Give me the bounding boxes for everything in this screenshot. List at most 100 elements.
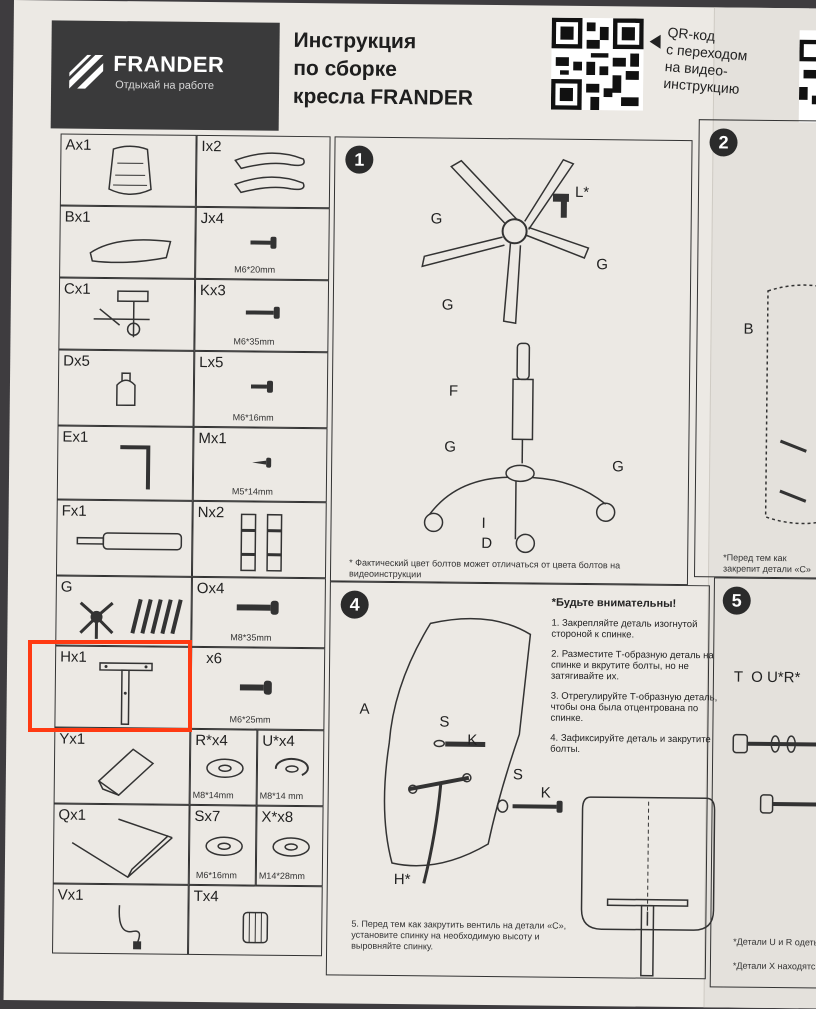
part-cell-d: Dx5 (57, 349, 195, 427)
part-cell-e: Ex1 (56, 425, 194, 501)
label-g: G (430, 210, 443, 228)
gas-lift-icon (76, 532, 183, 551)
part-size: M8*14 mm (259, 790, 304, 802)
gas-lift-icon (511, 342, 534, 464)
part-size: M6*25mm (229, 714, 271, 725)
parts-table: Ax1 Ix2 Bx1 Jx4 M6*20mm Cx1 Kx3 M6*35mm (52, 133, 331, 957)
part-label: Bx1 (64, 208, 91, 226)
qr-caption: QR-код с переходом на видео- инструкцию (663, 24, 750, 98)
label-b: B (743, 320, 754, 338)
part-cell-n: Nx2 (191, 500, 327, 579)
part-cell-q: Qx1 (52, 803, 190, 885)
part-size: M6*16mm (195, 869, 237, 881)
backrest-assembly-icon (383, 617, 532, 884)
part-cell-g: G (55, 575, 192, 647)
step-number: 1 (345, 145, 374, 174)
title-line: по сборке (293, 56, 397, 82)
part-label: Jx4 (200, 209, 225, 228)
bolt-icon (250, 380, 274, 393)
bolt-icon (496, 799, 563, 813)
step-1-panel: 1 G L* G G F G G I D * Фактический цвет … (329, 136, 693, 586)
washer-icon (272, 837, 310, 857)
label-f: F (448, 382, 459, 400)
bolt-icon (245, 306, 280, 319)
star-base-icon (421, 158, 590, 325)
label-g: G (596, 256, 609, 274)
part-cell-a: Ax1 (59, 133, 197, 207)
part-label: Lx5 (199, 353, 224, 372)
part-label: Cx1 (63, 280, 91, 298)
part-cell-t: Tx4 (188, 884, 323, 957)
part-cell-c: Cx1 (58, 277, 196, 351)
mechanism-icon (93, 290, 150, 338)
connector-icon (240, 513, 283, 572)
step-4-panel: 4 A S K S K H* 5. Перед тем как закрутит… (325, 581, 716, 980)
spring-washer-icon (274, 757, 309, 776)
bolt-icon (250, 236, 277, 249)
part-cell-l: Lx5 M6*16mm (193, 350, 329, 429)
brand-header: FRANDER Отдыхай на работе (50, 20, 280, 131)
part-label: Ex1 (62, 428, 89, 446)
step-5-note: *Детали X находятс (732, 960, 816, 972)
brand-tagline: Отдыхай на работе (115, 79, 215, 93)
part-cell-p: x6 M6*25mm (190, 646, 326, 731)
warning-title: *Будьте внимательны! (551, 596, 677, 610)
step-1-note: * Фактический цвет болтов может отличать… (348, 557, 621, 580)
qr-code-icon (550, 17, 644, 111)
armrest-icon (233, 152, 305, 194)
part-label: G (60, 578, 73, 596)
part-label: Tx4 (193, 887, 219, 906)
step-5-note: *Детали U и R одеты (733, 936, 816, 948)
brand-name: FRANDER (113, 51, 225, 78)
washer-icon (205, 836, 243, 856)
label-d: D (481, 534, 493, 553)
part-label: Ax1 (65, 136, 92, 154)
part-label: x6 (206, 650, 223, 668)
part-size: M8*35mm (230, 632, 272, 643)
label-tour: T O U*R* (733, 668, 801, 687)
backrest-icon (764, 284, 816, 525)
step-2-note: *Перед тем как закрепит детали «С» (723, 552, 812, 575)
label-s: S (512, 766, 524, 784)
t-bracket-alignment-icon (580, 796, 716, 977)
seat-icon (89, 239, 172, 264)
part-label: X*x8 (261, 808, 294, 826)
step-number: 5 (722, 586, 751, 615)
part-label: Ix2 (201, 137, 222, 156)
qr-code-icon (798, 30, 816, 123)
part-label: Mx1 (198, 429, 227, 448)
title-line: кресла FRANDER (292, 84, 474, 110)
step-2-panel: 2 B *Перед тем как закрепит детали «С» (693, 119, 816, 579)
part-label: Kx3 (199, 281, 226, 300)
hex-key-icon (120, 445, 151, 490)
part-label: Ox4 (196, 579, 225, 598)
part-cell-b: Bx1 (59, 205, 196, 279)
base-cover-icon (79, 598, 183, 639)
part-cell-x: X*x8 M14*28mm (255, 805, 324, 887)
instruction-2: 2. Разместите Т-образную деталь на спинк… (550, 648, 714, 683)
part-cell-y: Yx1 (53, 727, 191, 805)
part-label: Fx1 (61, 502, 87, 520)
step-number: 2 (709, 128, 738, 157)
bolt-icon (239, 680, 272, 695)
label-k: K (467, 731, 478, 749)
part-cell-m: Mx1 M5*14mm (192, 426, 328, 503)
instruction-4: 4. Зафиксируйте деталь и закрутите болты… (550, 732, 711, 755)
t-bracket-icon (99, 662, 153, 725)
title-line: Инструкция (293, 28, 417, 54)
knob-icon (242, 911, 269, 944)
part-cell-k: Kx3 M6*35mm (194, 278, 330, 353)
part-cell-o: Ox4 M8*35mm (191, 576, 326, 649)
part-cell-h: Hx1 (54, 645, 192, 729)
label-g: G (441, 296, 454, 314)
cover-icon (97, 748, 155, 797)
part-cell-i: Ix2 (195, 134, 331, 209)
assembly-instructions: *Будьте внимательны! 1. Закрепляйте дета… (550, 596, 722, 766)
part-cell-f: Fx1 (55, 499, 193, 577)
washer-icon (206, 758, 244, 779)
instruction-1: 1. Закрепляйте деталь изогнутой стороной… (551, 617, 698, 641)
assembled-base-icon (423, 464, 616, 554)
part-cell-v: Vx1 (52, 883, 189, 955)
instruction-sheet: FRANDER Отдыхай на работе Инструкция по … (3, 0, 816, 1009)
part-size: M6*16mm (232, 412, 274, 423)
